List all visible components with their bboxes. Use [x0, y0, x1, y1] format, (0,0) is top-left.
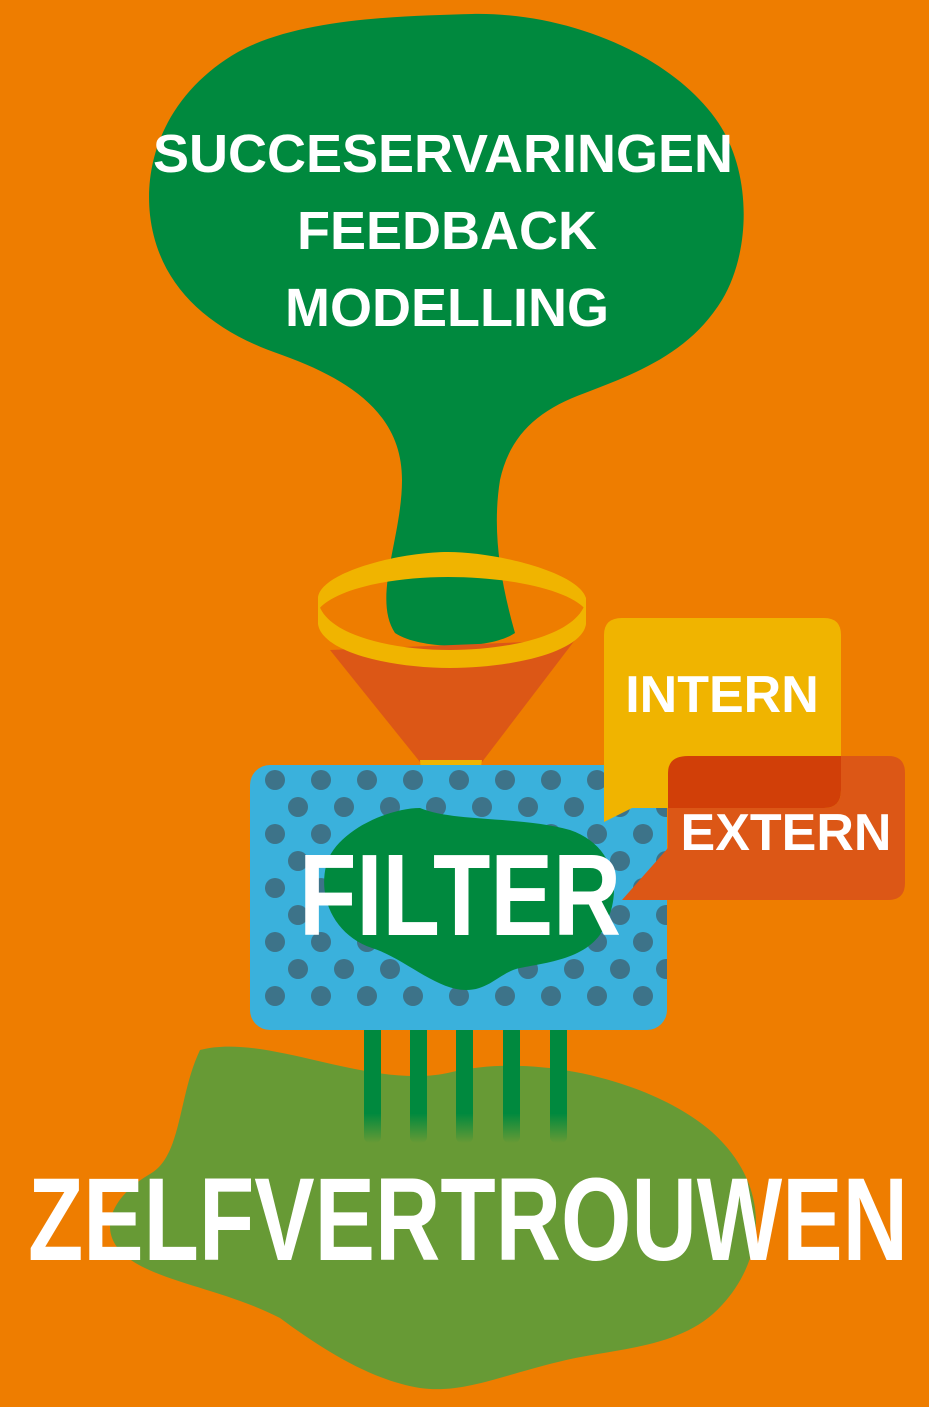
filter-dot	[656, 959, 667, 979]
filter-dot	[702, 959, 722, 979]
filter-dot	[541, 770, 561, 790]
filter-dot	[610, 905, 630, 925]
filter-dot	[334, 797, 354, 817]
filter-dot	[403, 986, 423, 1006]
filter-dot	[518, 797, 538, 817]
filter-dot	[725, 932, 745, 952]
filter-dot	[587, 824, 607, 844]
filter-dot	[380, 959, 400, 979]
filter-dot	[265, 932, 285, 952]
filter-dot	[357, 986, 377, 1006]
filter-dot	[311, 986, 331, 1006]
filter-dot	[564, 797, 584, 817]
filter-dot	[265, 986, 285, 1006]
filter-dot	[334, 959, 354, 979]
intern-label: INTERN	[625, 666, 819, 724]
filter-dot	[679, 932, 699, 952]
funnel-rim-back	[318, 552, 586, 610]
extern-label: EXTERN	[681, 804, 892, 862]
confidence-pool	[109, 1046, 757, 1390]
filter-dot	[656, 905, 667, 925]
filter-dot	[288, 851, 308, 871]
sources-blob	[149, 13, 744, 646]
funnel-icon	[330, 640, 575, 762]
filter-dot	[587, 986, 607, 1006]
filter-dot	[610, 959, 630, 979]
result-label: ZELFVERTROUWEN	[28, 1154, 908, 1286]
speech-bubble-intern	[604, 618, 841, 822]
filter-dot	[541, 986, 561, 1006]
filter-dot	[311, 824, 331, 844]
filter-dot	[748, 905, 768, 925]
sources-list: SUCCESERVARINGEN FEEDBACK MODELLING	[153, 124, 733, 338]
filter-green-blob	[324, 808, 615, 990]
filter-dot	[403, 770, 423, 790]
filter-dot	[288, 905, 308, 925]
filter-dot	[679, 986, 699, 1006]
filter-box	[250, 765, 768, 1030]
filter-dot	[725, 986, 745, 1006]
filter-dot	[288, 959, 308, 979]
source-item-modelling: MODELLING	[285, 278, 609, 338]
filter-dot	[311, 770, 331, 790]
filter-dot	[449, 986, 469, 1006]
source-item-feedback: FEEDBACK	[297, 201, 597, 261]
filter-dot	[633, 986, 653, 1006]
filter-dot	[472, 797, 492, 817]
filter-dot	[357, 770, 377, 790]
filter-label: FILTER	[299, 830, 621, 960]
filter-dot	[610, 851, 630, 871]
funnel-rim-front	[318, 600, 586, 668]
filter-dot	[495, 770, 515, 790]
filter-dot	[288, 797, 308, 817]
filter-dot	[702, 905, 722, 925]
filter-dot	[265, 824, 285, 844]
filter-dot	[633, 824, 653, 844]
filter-dot	[564, 959, 584, 979]
filter-dot	[748, 959, 768, 979]
filter-dot	[311, 932, 331, 952]
filter-dot	[265, 878, 285, 898]
filter-dot	[633, 932, 653, 952]
drip-lines	[364, 1025, 567, 1143]
filter-dot	[449, 770, 469, 790]
filter-dot	[495, 986, 515, 1006]
filter-dot	[265, 770, 285, 790]
filter-dot	[587, 770, 607, 790]
source-item-succeservaringen: SUCCESERVARINGEN	[153, 124, 733, 184]
